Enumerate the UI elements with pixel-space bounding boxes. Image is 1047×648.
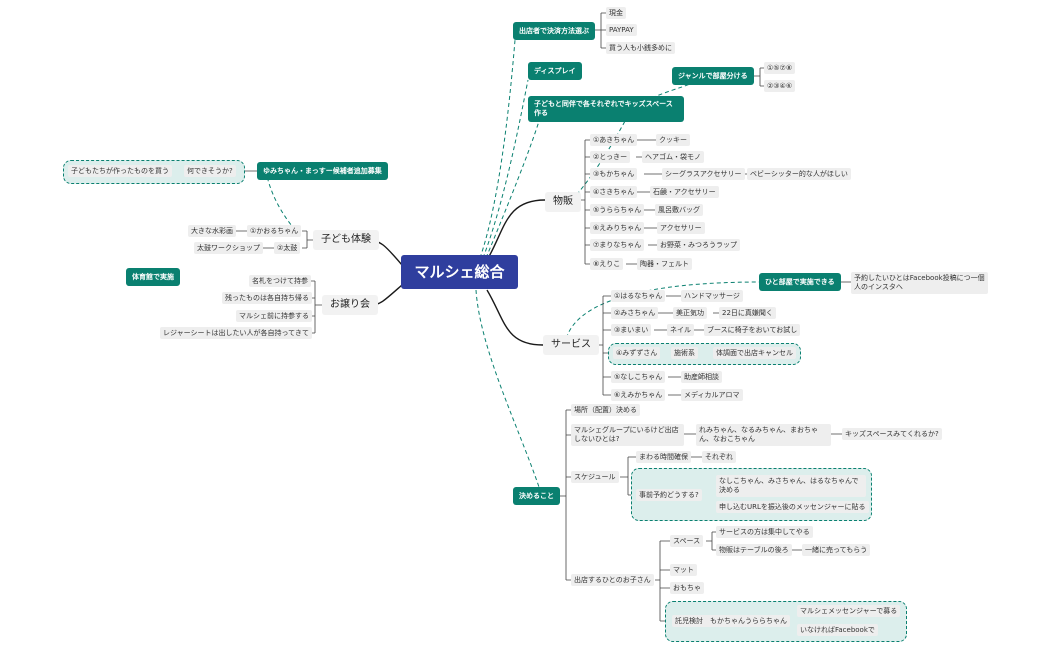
service-note[interactable]: 22日に真嫌聞く bbox=[719, 307, 776, 319]
vendor-name[interactable]: ⑦まりなちゃん bbox=[590, 239, 645, 251]
payment-option-cash[interactable]: 現金 bbox=[606, 7, 626, 19]
farewell-item[interactable]: レジャーシートは出したい人が各自持ってきて bbox=[160, 327, 312, 339]
vendor-item[interactable]: 石鹸・アクセサリー bbox=[650, 186, 719, 198]
vendor-name[interactable]: ①あきちゃん bbox=[590, 134, 638, 146]
kids-branch[interactable]: 子ども体験 bbox=[313, 230, 379, 250]
service-name[interactable]: ⑥えみかちゃん bbox=[611, 389, 666, 401]
vendor-item[interactable]: 陶器・フェルト bbox=[637, 258, 692, 270]
schedule-reserve-names[interactable]: なしこちゃん、みさちゃん、はるなちゃんで決める bbox=[716, 475, 866, 497]
vendor-item[interactable]: アクセサリー bbox=[657, 222, 705, 234]
decide-group-note[interactable]: キッズスペースみてくれるか? bbox=[842, 428, 942, 440]
kids-plan-space-item[interactable]: サービスの方は集中してやる bbox=[716, 526, 813, 538]
service-room-tag[interactable]: ひと部屋で実施できる bbox=[759, 273, 841, 291]
genre-tag[interactable]: ジャンルで部屋分ける bbox=[672, 67, 754, 85]
vendor-name[interactable]: ⑤うららちゃん bbox=[590, 204, 645, 216]
schedule-reserve-url[interactable]: 申し込むURLを振込後のメッセンジャーに貼る bbox=[716, 501, 869, 513]
payment-tag[interactable]: 出店者で決済方法選ぶ bbox=[513, 22, 595, 40]
decide-place[interactable]: 場所（配置）決める bbox=[571, 404, 640, 416]
service-item[interactable]: ネイル bbox=[667, 324, 694, 336]
kids-space-tag[interactable]: 子どもと同伴で各それぞれでキッズスペース作る bbox=[528, 96, 684, 122]
service-name[interactable]: ③まいまい bbox=[611, 324, 652, 336]
farewell-item[interactable]: マルシェ前に持参する bbox=[236, 310, 312, 322]
kids-question[interactable]: 何できそうか? bbox=[184, 165, 236, 177]
kids-name[interactable]: ①かおるちゃん bbox=[247, 225, 302, 237]
decide-tag[interactable]: 決めること bbox=[513, 487, 560, 505]
vendor-name[interactable]: ③もかちゃん bbox=[590, 168, 638, 180]
gym-tag[interactable]: 体育館で実施 bbox=[126, 268, 180, 286]
goods-branch[interactable]: 物販 bbox=[545, 192, 581, 212]
service-item[interactable]: 助産師相談 bbox=[681, 371, 722, 383]
service-note[interactable]: 体調面で出店キャンセル bbox=[713, 347, 796, 359]
farewell-branch[interactable]: お譲り会 bbox=[322, 295, 378, 315]
kids-recruit-tag[interactable]: ゆみちゃん・まっすー候補者追加募集 bbox=[257, 162, 388, 180]
vendor-item[interactable]: シーグラスアクセサリー bbox=[662, 168, 745, 180]
root-topic[interactable]: マルシェ総合 bbox=[401, 255, 518, 289]
farewell-item[interactable]: 名札をつけて持参 bbox=[249, 275, 311, 287]
vendor-name[interactable]: ⑥えみりちゃん bbox=[590, 222, 645, 234]
service-item[interactable]: ハンドマッサージ bbox=[681, 290, 743, 302]
kids-plan-space-note[interactable]: 一緒に売ってもらう bbox=[802, 544, 871, 556]
service-item[interactable]: 施術系 bbox=[671, 347, 698, 359]
kids-name[interactable]: ②太鼓 bbox=[274, 242, 301, 254]
vendor-name[interactable]: ④さきちゃん bbox=[590, 186, 638, 198]
kids-plan-toys[interactable]: おもちゃ bbox=[670, 582, 704, 594]
kids-plan-mat[interactable]: マット bbox=[670, 564, 697, 576]
genre-group-2[interactable]: ②③④⑥ bbox=[764, 80, 796, 92]
schedule-round[interactable]: まわる時間確保 bbox=[636, 451, 691, 463]
genre-group-1[interactable]: ①⑤⑦⑧ bbox=[764, 62, 796, 74]
vendor-name[interactable]: ⑧えりこ bbox=[590, 258, 624, 270]
service-name[interactable]: ①はるなちゃん bbox=[611, 290, 666, 302]
farewell-item[interactable]: 残ったものは各自持ち帰る bbox=[222, 292, 312, 304]
payment-option-coins[interactable]: 買う人も小銭多めに bbox=[606, 42, 675, 54]
kids-plan-space-item[interactable]: 物販はテーブルの後ろ bbox=[716, 544, 792, 556]
vendor-item[interactable]: お野菜・みつろうラップ bbox=[657, 239, 740, 251]
display-tag[interactable]: ディスプレイ bbox=[528, 62, 582, 80]
schedule-reserve[interactable]: 事前予約どうする? bbox=[636, 489, 702, 501]
service-branch[interactable]: サービス bbox=[543, 335, 599, 355]
decide-group-names[interactable]: れみちゃん、なるみちゃん、まおちゃん、なおこちゃん bbox=[696, 424, 831, 446]
kids-detail[interactable]: 太鼓ワークショップ bbox=[194, 242, 263, 254]
service-name[interactable]: ⑤なしこちゃん bbox=[611, 371, 666, 383]
vendor-note[interactable]: ベビーシッター的な人がほしい bbox=[747, 168, 851, 180]
service-note[interactable]: ブースに椅子をおいてお試し bbox=[704, 324, 801, 336]
vendor-item[interactable]: ヘアゴム・袋モノ bbox=[642, 151, 704, 163]
kids-plan-space[interactable]: スペース bbox=[670, 535, 704, 547]
schedule-round-note[interactable]: それぞれ bbox=[702, 451, 736, 463]
vendor-item[interactable]: 風呂敷バッグ bbox=[655, 204, 703, 216]
kids-plan-care-item[interactable]: いなければFacebookで bbox=[797, 624, 878, 636]
kids-question-detail[interactable]: 子どもたちが作ったものを買う bbox=[68, 165, 172, 177]
vendor-item[interactable]: クッキー bbox=[656, 134, 690, 146]
kids-detail[interactable]: 大きな水彩画 bbox=[188, 225, 236, 237]
schedule-node[interactable]: スケジュール bbox=[571, 471, 619, 483]
service-item[interactable]: メディカルアロマ bbox=[681, 389, 743, 401]
vendor-name[interactable]: ②とっきー bbox=[590, 151, 631, 163]
payment-option-paypay[interactable]: PAYPAY bbox=[606, 24, 637, 36]
service-item[interactable]: 美正気功 bbox=[673, 307, 707, 319]
service-name[interactable]: ④みずずさん bbox=[613, 347, 661, 359]
service-room-note[interactable]: 予約したいひとはFacebook投稿につ一個人のインスタへ bbox=[851, 272, 988, 294]
kids-plan-node[interactable]: 出店するひとのお子さん bbox=[571, 574, 654, 586]
decide-group-question[interactable]: マルシェグループにいるけど出店しないひとは? bbox=[571, 424, 684, 446]
service-name[interactable]: ②みさちゃん bbox=[611, 307, 659, 319]
kids-plan-care-item[interactable]: マルシェメッセンジャーで募る bbox=[797, 605, 901, 617]
kids-plan-care[interactable]: 託児検討 もかちゃんうららちゃん bbox=[672, 615, 790, 627]
